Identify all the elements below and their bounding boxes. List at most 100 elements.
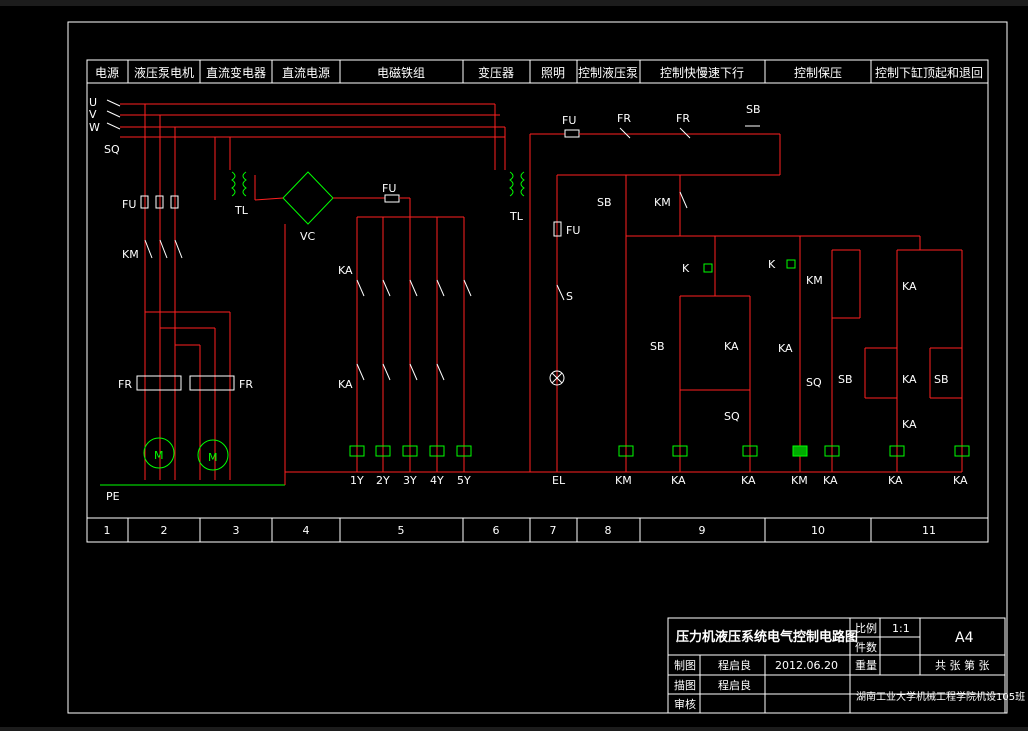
drawn-label: 制图 (674, 659, 696, 672)
header-col-8: 控制液压泵 (578, 65, 638, 80)
bottom-label-5y: 5Y (457, 474, 471, 487)
footer-num-6: 6 (493, 524, 500, 537)
label-fr1: FR (118, 378, 132, 391)
scale-value: 1:1 (892, 622, 910, 635)
footer-num-9: 9 (699, 524, 706, 537)
header-col-9: 控制快慢速下行 (660, 66, 744, 80)
pieces-label: 件数 (855, 641, 877, 654)
drawing-frame (86, 59, 989, 543)
label-km2: KM (806, 274, 823, 287)
label-v: V (89, 108, 97, 121)
header-row: 电源 液压泵电机 直流变电器 直流电源 电磁铁组 变压器 照明 控制液压泵 控制… (87, 60, 988, 84)
footer-num-1: 1 (104, 524, 111, 537)
title-block: 压力机液压系统电气控制电路图 比例 1:1 件数 重量 A4 共 张 第 张 制… (667, 617, 1025, 714)
footer-num-5: 5 (398, 524, 405, 537)
top-scrollbar[interactable] (0, 0, 1028, 6)
footer-num-8: 8 (605, 524, 612, 537)
header-col-4: 直流电源 (282, 66, 330, 80)
drawn-date: 2012.06.20 (775, 659, 838, 672)
label-ka6c: KA (902, 280, 917, 293)
label-sq1: SQ (806, 376, 822, 389)
lamp-icon (549, 370, 565, 386)
drawing-title: 压力机液压系统电气控制电路图 (676, 629, 858, 645)
label-sb5: SB (838, 373, 853, 386)
label-sb: SB (746, 103, 761, 116)
label-fr-b: FR (676, 112, 690, 125)
drafted-label: 描图 (674, 678, 696, 692)
label-pe: PE (106, 490, 120, 503)
svg-text:M: M (208, 451, 218, 464)
review-label: 审核 (674, 697, 696, 711)
footer-num-4: 4 (303, 524, 310, 537)
label-km1b: KM (654, 196, 671, 209)
label-s1: S (566, 290, 573, 303)
label-sq2: SQ (724, 410, 740, 423)
label-kp2: K (768, 258, 776, 271)
electromagnet-group: 1Y 2Y 3Y 4Y 5Y KA KA (338, 198, 472, 487)
bottom-label-ka5: KA (888, 474, 903, 487)
motor-circuit: FU KM FR FR M M PE (100, 104, 285, 503)
label-fr2: FR (239, 378, 253, 391)
footer-num-3: 3 (233, 524, 240, 537)
bottom-label-4y: 4Y (430, 474, 444, 487)
label-sb6: SB (934, 373, 949, 386)
dc-supply: TL VC FU (214, 137, 620, 485)
label-fu4: FU (566, 224, 580, 237)
header-col-2: 液压泵电机 (134, 65, 194, 80)
power-bus: U V W SQ (89, 96, 505, 156)
footer-num-10: 10 (811, 524, 825, 537)
motor-2-icon (197, 439, 229, 471)
header-col-7: 照明 (541, 66, 565, 80)
bottom-label-ka1: KA (671, 474, 686, 487)
sheet-size: A4 (955, 630, 974, 646)
label-fr-a: FR (617, 112, 631, 125)
label-kp1: K (682, 262, 690, 275)
label-fu3: FU (562, 114, 576, 127)
footer-num-7: 7 (550, 524, 557, 537)
label-ka2c: KA (338, 378, 353, 391)
bottom-label-el: EL (552, 474, 566, 487)
bottom-label-ka4: KA (953, 474, 968, 487)
header-col-3: 直流变电器 (206, 65, 266, 80)
control-circuits: FR FR SB SB KM KM K SB KA SQ KA KA K (597, 103, 970, 487)
footer-num-11: 11 (922, 524, 936, 537)
outer-frame (67, 21, 1008, 714)
footer-num-2: 2 (161, 524, 168, 537)
bottom-label-ka2: KA (823, 474, 838, 487)
bottom-label-2y: 2Y (376, 474, 390, 487)
label-u: U (89, 96, 97, 109)
label-fu1: FU (122, 198, 136, 211)
label-km1: KM (122, 248, 139, 261)
bridge-rectifier-icon (282, 171, 334, 225)
sheet-count: 共 张 第 张 (935, 658, 990, 672)
control-transformer: TL FU FU S EL (494, 104, 781, 487)
header-col-11: 控制下缸顶起和退回 (875, 65, 983, 80)
label-tl2: TL (509, 210, 524, 223)
header-col-6: 变压器 (478, 65, 514, 80)
bottom-label-3y: 3Y (403, 474, 417, 487)
bottom-label-km2: KM (791, 474, 808, 487)
header-col-1: 电源 (95, 66, 119, 80)
motor-1-icon (143, 437, 175, 469)
scale-label: 比例 (855, 621, 877, 635)
bottom-label-ka6: KA (741, 474, 756, 487)
bottom-label-km1: KM (615, 474, 632, 487)
school-name: 湖南工业大学机械工程学院机设105班 (856, 690, 1025, 703)
label-ka4c: KA (778, 342, 793, 355)
label-sq: SQ (104, 143, 120, 156)
label-fu2: FU (382, 182, 396, 195)
label-ka5c: KA (902, 373, 917, 386)
weight-label: 重量 (855, 658, 877, 672)
footer-row: 1 2 3 4 5 6 7 8 9 10 11 (87, 517, 988, 542)
svg-text:M: M (154, 449, 164, 462)
header-col-5: 电磁铁组 (377, 65, 425, 80)
label-ka3c: KA (724, 340, 739, 353)
label-sb2: SB (597, 196, 612, 209)
bottom-scrollbar[interactable] (0, 727, 1028, 731)
label-ka1c: KA (338, 264, 353, 277)
label-vc: VC (300, 230, 316, 243)
label-ka7c: KA (902, 418, 917, 431)
drawn-name: 程启良 (718, 658, 751, 672)
label-w: W (89, 121, 100, 134)
